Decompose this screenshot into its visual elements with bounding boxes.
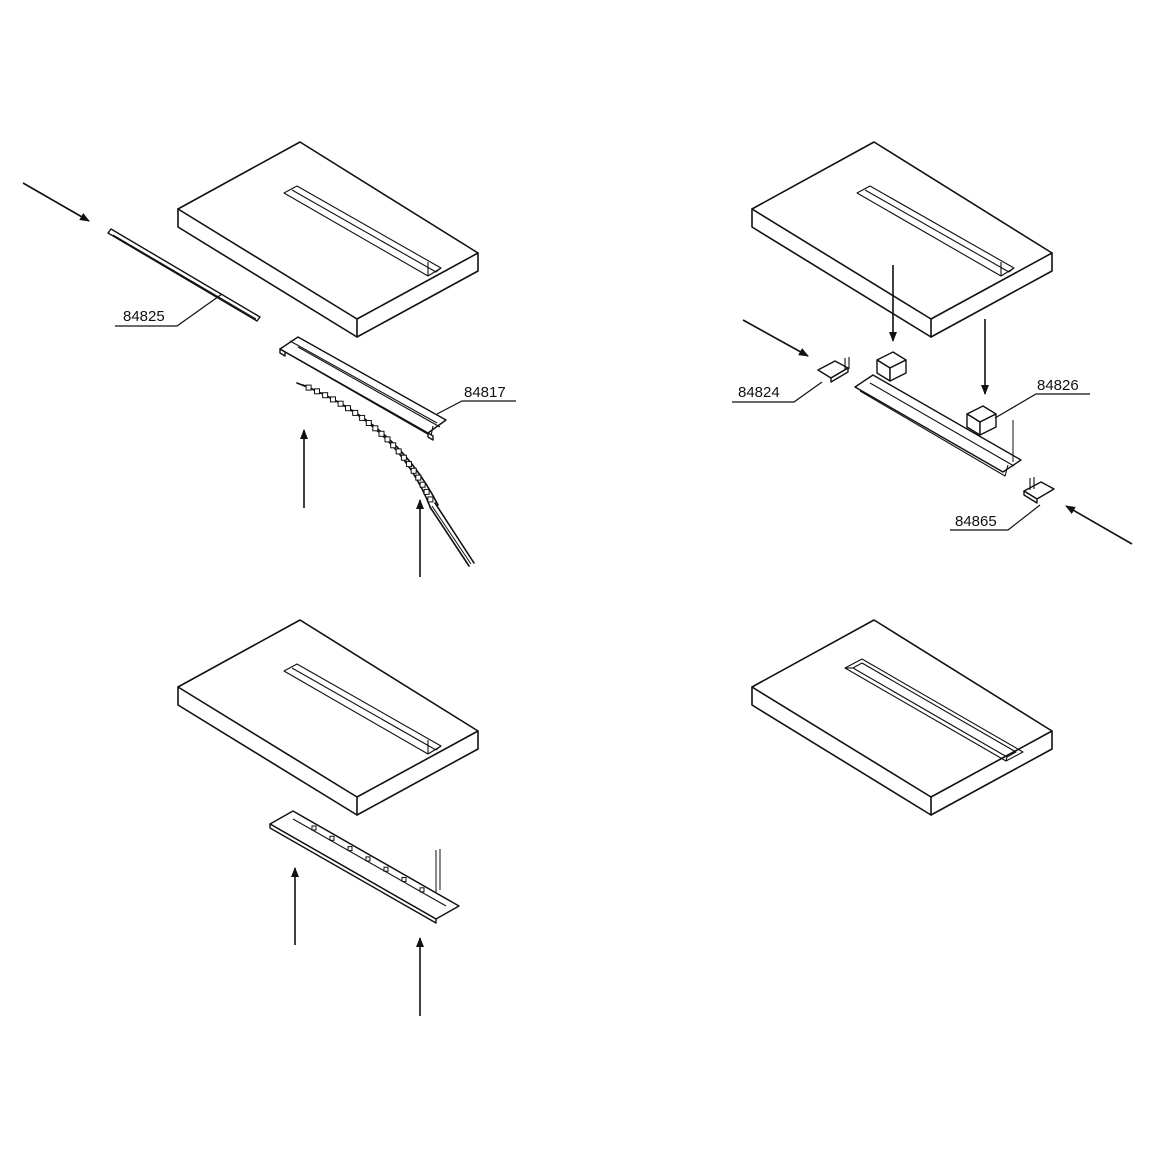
led-chip — [359, 414, 366, 421]
step-1-panel — [177, 141, 479, 338]
diffuser-strip-84825 — [107, 228, 261, 322]
led-chip — [400, 454, 407, 461]
led-chip — [329, 835, 335, 841]
ceiling-slot — [283, 185, 442, 277]
led-chip — [330, 396, 336, 403]
ceiling-slot — [283, 663, 442, 755]
led-chip — [322, 392, 329, 399]
led-chip — [423, 488, 430, 495]
insert-arrows-step-3 — [291, 867, 424, 1016]
led-chip — [347, 846, 353, 852]
led-chip — [345, 405, 351, 412]
mounting-clip-left — [876, 351, 907, 382]
end-cap-84865 — [1023, 477, 1055, 504]
led-chip — [352, 409, 359, 416]
part-number-84817: 84817 — [464, 384, 506, 401]
led-chip — [378, 430, 385, 437]
led-chip — [365, 856, 371, 862]
led-chip — [401, 877, 407, 882]
led-chip — [314, 388, 320, 395]
insert-arrows-step-1 — [22, 182, 424, 577]
installed-luminaire — [844, 658, 1024, 762]
callout-84826: 84826 — [994, 377, 1090, 419]
arrow-icon — [742, 319, 809, 357]
part-number-84826: 84826 — [1037, 377, 1079, 394]
profile-assembled — [854, 374, 1022, 477]
led-chip — [390, 442, 397, 449]
step-4-panel-finished — [751, 619, 1053, 816]
led-chip — [305, 384, 312, 391]
led-chip — [384, 436, 391, 443]
callout-84825: 84825 — [115, 293, 223, 327]
led-chip — [337, 400, 344, 407]
arrow-icon — [1065, 505, 1133, 545]
part-number-84824: 84824 — [738, 384, 780, 401]
part-number-84865: 84865 — [955, 513, 997, 530]
callout-84817: 84817 — [436, 384, 516, 415]
led-strip — [296, 382, 475, 567]
luminaire-assembled — [269, 810, 460, 924]
led-chip — [365, 420, 372, 426]
step-2-panel — [751, 141, 1053, 338]
led-chip — [419, 887, 425, 893]
callout-84824: 84824 — [732, 381, 823, 403]
end-cap-84824 — [817, 357, 850, 383]
led-chip — [415, 474, 422, 481]
profile-84817 — [279, 336, 447, 441]
led-chip — [383, 866, 389, 872]
led-chip — [311, 825, 317, 831]
callout-84865: 84865 — [950, 504, 1041, 531]
led-chip — [372, 425, 379, 432]
mounting-clip-84826 — [966, 405, 1014, 462]
led-chip — [410, 467, 417, 474]
led-chip — [427, 496, 434, 503]
arrow-icon — [22, 182, 90, 222]
ceiling-slot — [856, 185, 1015, 277]
insert-arrows-step-2 — [742, 265, 1133, 545]
led-chip — [419, 481, 426, 488]
led-chip — [395, 448, 402, 455]
led-chip — [406, 461, 412, 468]
part-number-84825: 84825 — [123, 308, 165, 325]
step-3-panel — [177, 619, 479, 816]
